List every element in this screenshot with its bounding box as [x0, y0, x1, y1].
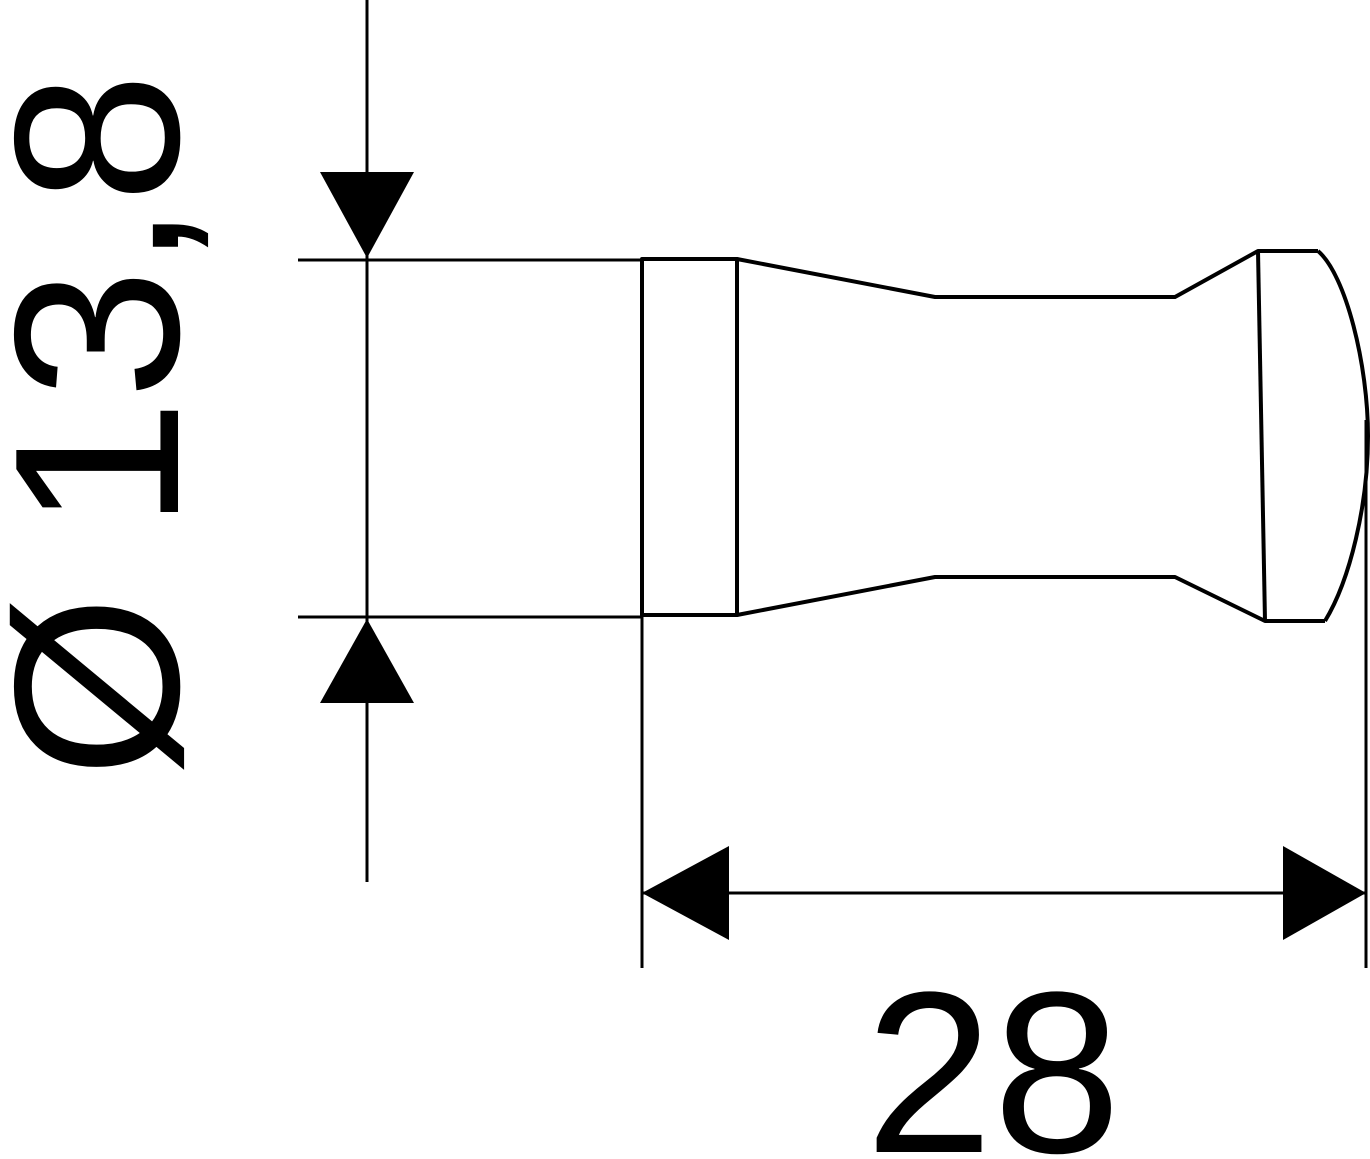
length-arrow-right — [1283, 846, 1366, 940]
diameter-arrow-top — [320, 172, 414, 258]
length-arrow-left — [642, 846, 729, 940]
hook-part-outline — [640, 249, 1370, 623]
diameter-label: Ø 13,8 — [0, 73, 228, 778]
diameter-arrow-bottom — [320, 619, 414, 703]
length-label: 28 — [865, 944, 1121, 1159]
